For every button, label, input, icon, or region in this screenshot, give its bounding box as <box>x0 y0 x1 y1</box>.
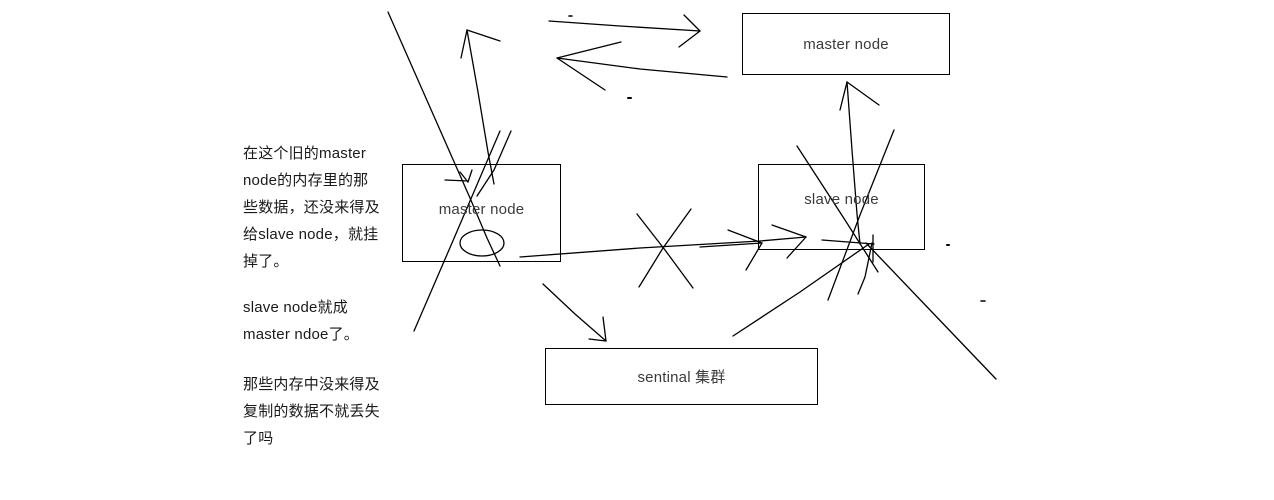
ink-stroke-lower-right <box>865 242 997 380</box>
ink-arrow-slave-left-a <box>699 242 763 248</box>
ink-stroke-slave-2 <box>827 129 895 301</box>
arrow-to-slave-shaft <box>519 236 807 258</box>
arrow-up-to-master-head-b <box>846 81 880 106</box>
ink-arrow-slave-left-c <box>745 242 763 271</box>
ink-stroke-lower-left <box>732 243 870 337</box>
node-box-master-old[interactable]: master node <box>402 164 561 262</box>
ink-stroke-cross-b <box>638 208 692 288</box>
arrow-up-left-shaft <box>466 29 495 185</box>
circle-mark-ellipse <box>459 229 505 257</box>
annotation-note-2: slave node就成 master ndoe了。 <box>243 299 359 343</box>
ink-stroke-diagonal-3 <box>476 130 512 197</box>
arrow-up-to-master-shaft <box>846 81 861 245</box>
arrow-up-left-head-b <box>466 29 501 42</box>
node-label-master-new: master node <box>803 35 889 53</box>
arrow-top-left-head-a <box>556 41 622 59</box>
ink-stroke-diagonal-1 <box>387 11 501 267</box>
arrow-up-left-head-a <box>460 29 468 59</box>
annotation-note-1: 在这个旧的master node的内存里的那 些数据，还没来得及 给slave … <box>243 145 380 270</box>
node-box-slave[interactable]: slave node <box>758 164 925 250</box>
arrow-to-slave-head-b <box>786 236 807 259</box>
arrow-into-old-master-head-b <box>467 169 473 183</box>
arrow-to-sentinel-head-b <box>602 316 607 342</box>
arrow-top-left-head-b <box>556 57 606 91</box>
ink-stroke-diagonal-2 <box>413 130 501 332</box>
ink-stroke-slave-3 <box>857 242 873 295</box>
arrow-up-to-master-head-a <box>839 81 848 111</box>
node-box-sentinel[interactable]: sentinal 集群 <box>545 348 818 405</box>
arrow-top-right-head-a <box>683 14 701 32</box>
arrow-top-left-shaft <box>556 57 728 78</box>
arrow-top-right-head-b <box>678 30 701 48</box>
ink-arrow-slave-left-b <box>727 229 763 244</box>
arrow-to-sentinel-head-a <box>588 338 607 342</box>
node-label-sentinel: sentinal 集群 <box>637 369 726 386</box>
ink-stroke-cross-a <box>636 213 694 289</box>
annotation-note-3: 那些内存中没来得及 复制的数据不就丢失 了吗 <box>243 376 380 447</box>
ink-stroke-slave-1 <box>796 145 879 273</box>
arrow-top-right-shaft <box>548 20 701 32</box>
node-label-master-old: master node <box>438 200 525 218</box>
ink-tick-slave-a <box>821 239 875 245</box>
arrow-to-sentinel-shaft <box>542 283 607 342</box>
node-label-slave: slave node <box>804 190 879 208</box>
arrow-into-old-master-head-a <box>459 171 469 183</box>
node-box-master-new[interactable]: master node <box>742 13 950 75</box>
arrow-into-old-master-tail <box>444 179 469 182</box>
arrow-to-slave-head-a <box>771 224 807 238</box>
